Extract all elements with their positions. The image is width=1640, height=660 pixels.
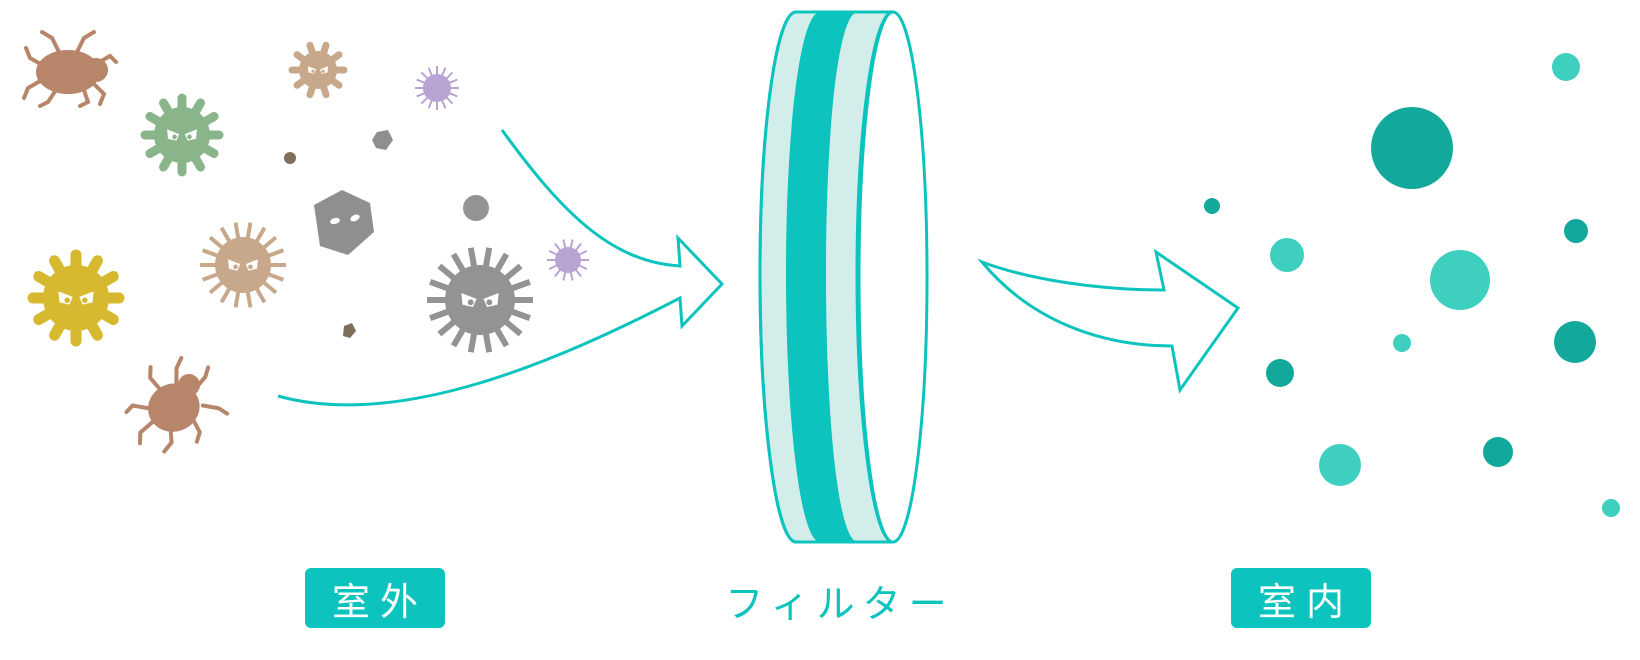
dust-particle-icon xyxy=(372,130,393,150)
virus-icon xyxy=(27,249,125,347)
filter-disc-icon xyxy=(758,10,929,544)
mite-icon xyxy=(124,356,230,454)
clean-air-particle-icon xyxy=(1319,444,1361,486)
clean-air-particle-icon xyxy=(1430,250,1490,310)
dust-particle-icon xyxy=(284,152,296,164)
clean-air-particle-icon xyxy=(1602,499,1620,517)
virus-icon xyxy=(140,93,224,177)
clean-air-particle-icon xyxy=(1564,219,1588,243)
virus-icon xyxy=(200,222,286,308)
outdoor-label: 室外 xyxy=(305,568,445,628)
dust-particle-icon xyxy=(314,190,374,255)
outdoor-label-text: 室外 xyxy=(331,579,428,624)
dust-particle-icon xyxy=(463,195,489,221)
clean-air-particle-icon xyxy=(1270,238,1304,272)
clean-air-particle-icon xyxy=(1371,107,1453,189)
indoor-label-text: 室内 xyxy=(1257,579,1354,624)
outdoor-pollutants xyxy=(22,30,589,454)
dust-particle-icon xyxy=(343,323,356,338)
arrow-icon xyxy=(977,248,1241,394)
clean-air-particle-icon xyxy=(1266,359,1294,387)
virus-icon xyxy=(415,66,459,110)
virus-icon xyxy=(547,239,589,281)
clean-air-particle-icon xyxy=(1554,321,1596,363)
clean-air-particles xyxy=(1204,53,1620,517)
virus-icon xyxy=(427,247,533,353)
filter-label: フィルター xyxy=(720,570,960,630)
virus-icon xyxy=(288,41,348,99)
clean-air-particle-icon xyxy=(1552,53,1580,81)
clean-air-particle-icon xyxy=(1204,198,1220,214)
clean-air-particle-icon xyxy=(1393,334,1411,352)
mite-icon xyxy=(22,30,118,108)
clean-air-particle-icon xyxy=(1483,437,1513,467)
arrow-icon xyxy=(277,129,725,407)
filter-label-text: フィルター xyxy=(725,581,955,626)
indoor-label: 室内 xyxy=(1231,568,1371,628)
